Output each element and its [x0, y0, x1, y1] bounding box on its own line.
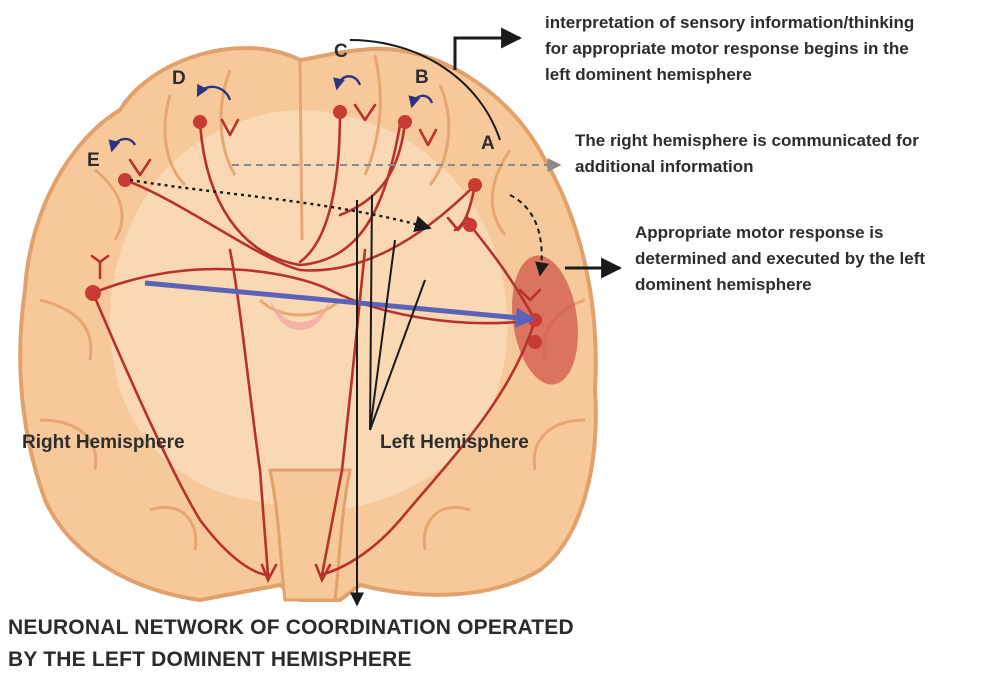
point-label-e: E: [87, 150, 100, 172]
caption-line-2: BY THE LEFT DOMINENT HEMISPHERE: [8, 644, 574, 676]
point-label-d: D: [172, 68, 186, 90]
motor-response-line-2: determined and executed by the left: [635, 246, 925, 272]
motor-response-line-1: Appropriate motor response is: [635, 220, 925, 246]
right-hemisphere-annotation: The right hemisphere is communicated for…: [575, 128, 919, 180]
interpretation-pointer-arrow: [455, 38, 520, 70]
interpretation-annotation: interpretation of sensory information/th…: [545, 10, 914, 88]
motor-response-line-3: dominent hemisphere: [635, 272, 925, 298]
diagram-caption: NEURONAL NETWORK OF COORDINATION OPERATE…: [8, 612, 574, 676]
interpretation-line-3: left dominent hemisphere: [545, 62, 914, 88]
interpretation-line-1: interpretation of sensory information/th…: [545, 10, 914, 36]
right-hemisphere-label: Right Hemisphere: [22, 432, 185, 454]
right-communicated-line-1: The right hemisphere is communicated for: [575, 128, 919, 154]
left-hemisphere-label: Left Hemisphere: [380, 432, 529, 454]
caption-line-1: NEURONAL NETWORK OF COORDINATION OPERATE…: [8, 612, 574, 644]
motor-response-annotation: Appropriate motor response is determined…: [635, 220, 925, 298]
point-label-c: C: [334, 41, 348, 63]
point-label-a: A: [481, 133, 495, 155]
interpretation-line-2: for appropriate motor response begins in…: [545, 36, 914, 62]
point-label-b: B: [415, 67, 429, 89]
right-communicated-line-2: additional information: [575, 154, 919, 180]
